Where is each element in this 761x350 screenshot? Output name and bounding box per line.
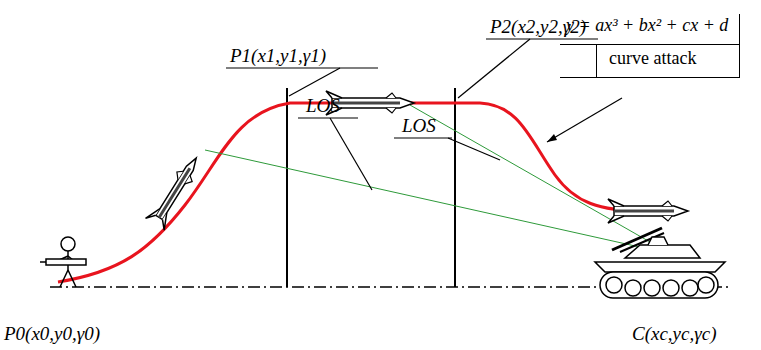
- tank: [595, 228, 725, 298]
- point-label: P1(x1,y1,γ1): [230, 46, 326, 67]
- equation-text: y = ax³ + bx² + cx + d: [560, 14, 739, 45]
- leader-arrow: [547, 134, 557, 142]
- leader-line: [330, 118, 372, 190]
- callout-box: y = ax³ + bx² + cx + dcurve attack: [560, 14, 740, 78]
- point-label: P0(x0,y0,γ0): [4, 324, 100, 345]
- missile: [146, 152, 206, 230]
- los-line: [410, 105, 664, 250]
- p1-marker: [286, 88, 288, 287]
- trajectory: [58, 103, 645, 282]
- los-label: LOS: [402, 116, 436, 137]
- leader-line: [448, 138, 500, 160]
- missile: [608, 199, 688, 223]
- leader-line: [547, 98, 622, 142]
- label-underline: [226, 39, 598, 138]
- callout-text: curve attack: [596, 45, 739, 77]
- point-label: C(xc,yc,γc): [632, 324, 716, 345]
- leader-line: [289, 68, 340, 96]
- los-line: [205, 150, 662, 252]
- los-label: LOS: [306, 96, 340, 117]
- soldier: [40, 237, 86, 287]
- leader-line: [458, 39, 530, 98]
- p2-marker: [454, 88, 456, 287]
